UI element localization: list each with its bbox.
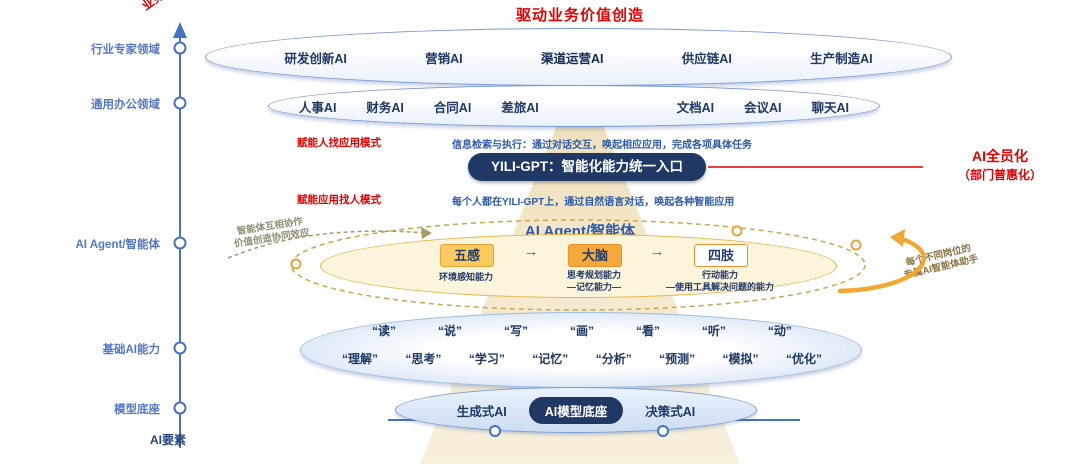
agent-box-brain: 大脑 [568, 244, 622, 267]
dashed-ellipse-dot [290, 258, 302, 270]
mode-label-find-user: 赋能应用找人模式 [297, 194, 381, 206]
axis-arrow-icon [173, 22, 187, 38]
axis-bottom-label: AI要素 [150, 433, 187, 447]
dashed-ellipse-dot [850, 239, 862, 251]
ability: “说” [437, 324, 462, 338]
ability: “写” [503, 324, 528, 338]
level-label-office: 通用办公领域 [91, 99, 160, 111]
yili-gpt-pill: YILI-GPT：智能化能力统一入口 [468, 153, 706, 181]
ability: “画” [569, 324, 594, 338]
assistant-arrowhead-icon [890, 229, 905, 247]
office-item: 差旅AI [501, 100, 539, 115]
ability: “思考” [405, 352, 442, 366]
office-item: 合同AI [433, 100, 472, 115]
axis-node [173, 401, 187, 415]
senses-desc: 环境感知能力 [438, 272, 493, 282]
ability: “看” [635, 324, 660, 338]
ai-universalization-label: AI全员化 （部门普惠化） [925, 146, 1075, 183]
office-item: 文档AI [676, 100, 715, 115]
ability: “读” [372, 324, 397, 338]
dashed-ellipse-dot [731, 225, 743, 237]
office-item: 会议AI [744, 100, 782, 115]
ability: “模拟” [722, 352, 759, 366]
basic-abilities-ellipse [300, 312, 862, 388]
level-label-model: 模型底座 [114, 404, 160, 416]
agent-assistant-note: 每个不同岗位的 专属AI智能体助手 [877, 236, 1003, 288]
brain-desc-2: —记忆能力— [566, 282, 621, 292]
diagram-title: 驱动业务价值创造 [515, 7, 644, 24]
mode-label-find-app: 赋能人找应用模式 [297, 137, 381, 149]
domain-item-highlight: 渠道运营AI [540, 51, 604, 66]
axis-node [173, 41, 187, 55]
business-domain-ellipse: 研发创新AI 营销AI 渠道运营AI 供应链AI 生产制造AI [205, 28, 952, 86]
limbs-desc-2: —使用工具解决问题的能力 [665, 282, 774, 292]
office-item: 人事AI [298, 100, 337, 115]
collab-arrowhead-icon [421, 227, 432, 239]
level-label-agent: AI Agent/智能体 [75, 239, 160, 251]
axis-node [173, 341, 187, 355]
agent-collab-note: 智能体互相协作 价值创造协同效应 [204, 211, 338, 256]
mode-desc-find-app: 信息检索与执行：通过对话交互，唤起相应应用，完成各项具体任务 [452, 140, 752, 151]
decision-ai-label: 决策式AI [645, 404, 696, 419]
office-domain-ellipse: 人事AI 财务AI 合同AI 差旅AI 文档AI 会议AI 聊天AI [268, 85, 880, 127]
arrow-right-icon: → [649, 243, 665, 260]
office-item: 财务AI [366, 100, 404, 115]
ai-model-base-pill: AI模型底座 [528, 396, 624, 424]
ai-universalization-title: AI全员化 [972, 148, 1028, 164]
generative-ai-label: 生成式AI [456, 404, 507, 419]
abilities-row-1: “读” “说” “写” “画” “看” “听” “动” [372, 322, 792, 339]
domain-item: 研发创新AI [284, 51, 347, 66]
ability: “优化” [785, 352, 822, 366]
domain-item: 营销AI [425, 51, 463, 66]
agent-box-limbs: 四肢 [694, 244, 748, 267]
ability: “理解” [342, 352, 379, 366]
office-item: 聊天AI [811, 100, 849, 115]
axis-top-label: 业务价值 [138, 0, 187, 14]
ability: “听” [701, 324, 726, 338]
level-label-basic-ai: 基础AI能力 [102, 344, 161, 356]
model-base-ellipse: 生成式AI AI模型底座 决策式AI [395, 387, 757, 433]
arrow-right-icon: → [523, 243, 539, 260]
level-label-expert: 行业专家领域 [91, 44, 160, 56]
ability: “记忆” [532, 352, 569, 366]
mode-desc-find-user: 每个人都在YILI-GPT上，通过自然语言对话，唤起各种智能应用 [452, 197, 735, 208]
ability: “分析” [595, 352, 632, 366]
domain-item: 生产制造AI [810, 51, 873, 66]
ability: “学习” [468, 352, 505, 366]
axis-node [173, 236, 187, 250]
domain-item: 供应链AI [681, 51, 732, 66]
ai-universalization-sub: （部门普惠化） [957, 168, 1042, 182]
axis-node [173, 96, 187, 110]
ability: “预测” [659, 352, 696, 366]
agent-box-senses: 五感 [440, 244, 494, 267]
ability: “动” [767, 324, 792, 338]
abilities-row-2: “理解” “思考” “学习” “记忆” “分析” “预测” “模拟” “优化” [342, 350, 822, 367]
